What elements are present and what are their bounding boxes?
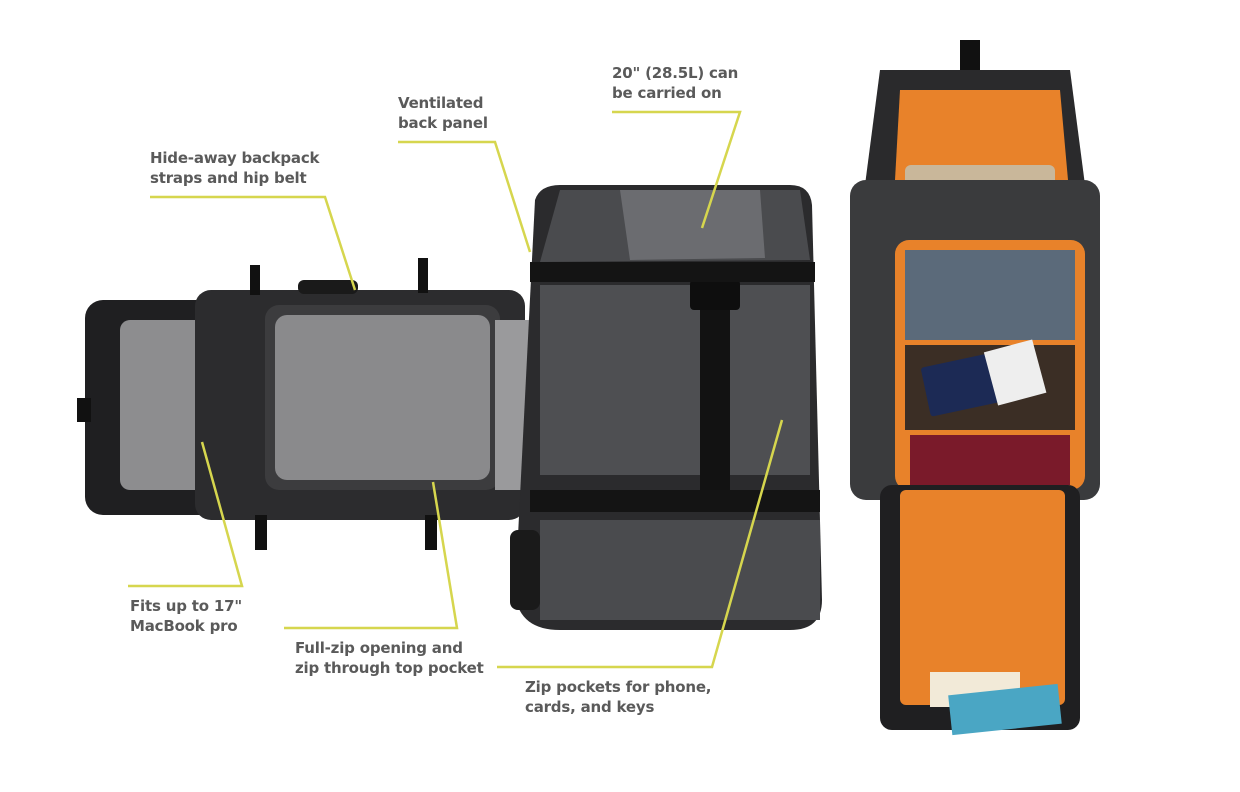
callout-text: Fits up to 17" bbox=[130, 597, 242, 615]
callout-line-full-zip bbox=[284, 481, 459, 630]
callout-lines bbox=[128, 110, 784, 669]
callout-laptop-fit: Fits up to 17" MacBook pro bbox=[130, 596, 242, 636]
callout-text: Full-zip opening and bbox=[295, 639, 463, 657]
callout-text: Zip pockets for phone, bbox=[525, 678, 712, 696]
callout-text: be carried on bbox=[612, 84, 722, 102]
callout-line-laptop bbox=[128, 441, 244, 588]
callout-full-zip: Full-zip opening and zip through top poc… bbox=[295, 638, 484, 678]
open-backpack-orange bbox=[850, 40, 1100, 736]
callout-text: Ventilated bbox=[398, 94, 484, 112]
callout-line-carry-on bbox=[612, 110, 742, 229]
callout-line-ventilated bbox=[398, 140, 532, 253]
callout-hide-away-straps: Hide-away backpack straps and hip belt bbox=[150, 148, 320, 188]
callout-zip-pockets: Zip pockets for phone, cards, and keys bbox=[525, 677, 712, 717]
open-bag-flat bbox=[77, 258, 530, 550]
callout-line-hide-away bbox=[150, 195, 357, 291]
callout-text: straps and hip belt bbox=[150, 169, 307, 187]
callout-text: 20" (28.5L) can bbox=[612, 64, 739, 82]
callout-line-zip-pockets bbox=[497, 419, 784, 669]
callout-text: Hide-away backpack bbox=[150, 149, 320, 167]
callout-ventilated-back-panel: Ventilated back panel bbox=[398, 93, 488, 133]
callout-text: zip through top pocket bbox=[295, 659, 484, 677]
callout-text: cards, and keys bbox=[525, 698, 655, 716]
callout-carry-on-size: 20" (28.5L) can be carried on bbox=[612, 63, 738, 103]
callout-text: MacBook pro bbox=[130, 617, 238, 635]
callout-text: back panel bbox=[398, 114, 488, 132]
upright-backpack bbox=[510, 185, 822, 630]
